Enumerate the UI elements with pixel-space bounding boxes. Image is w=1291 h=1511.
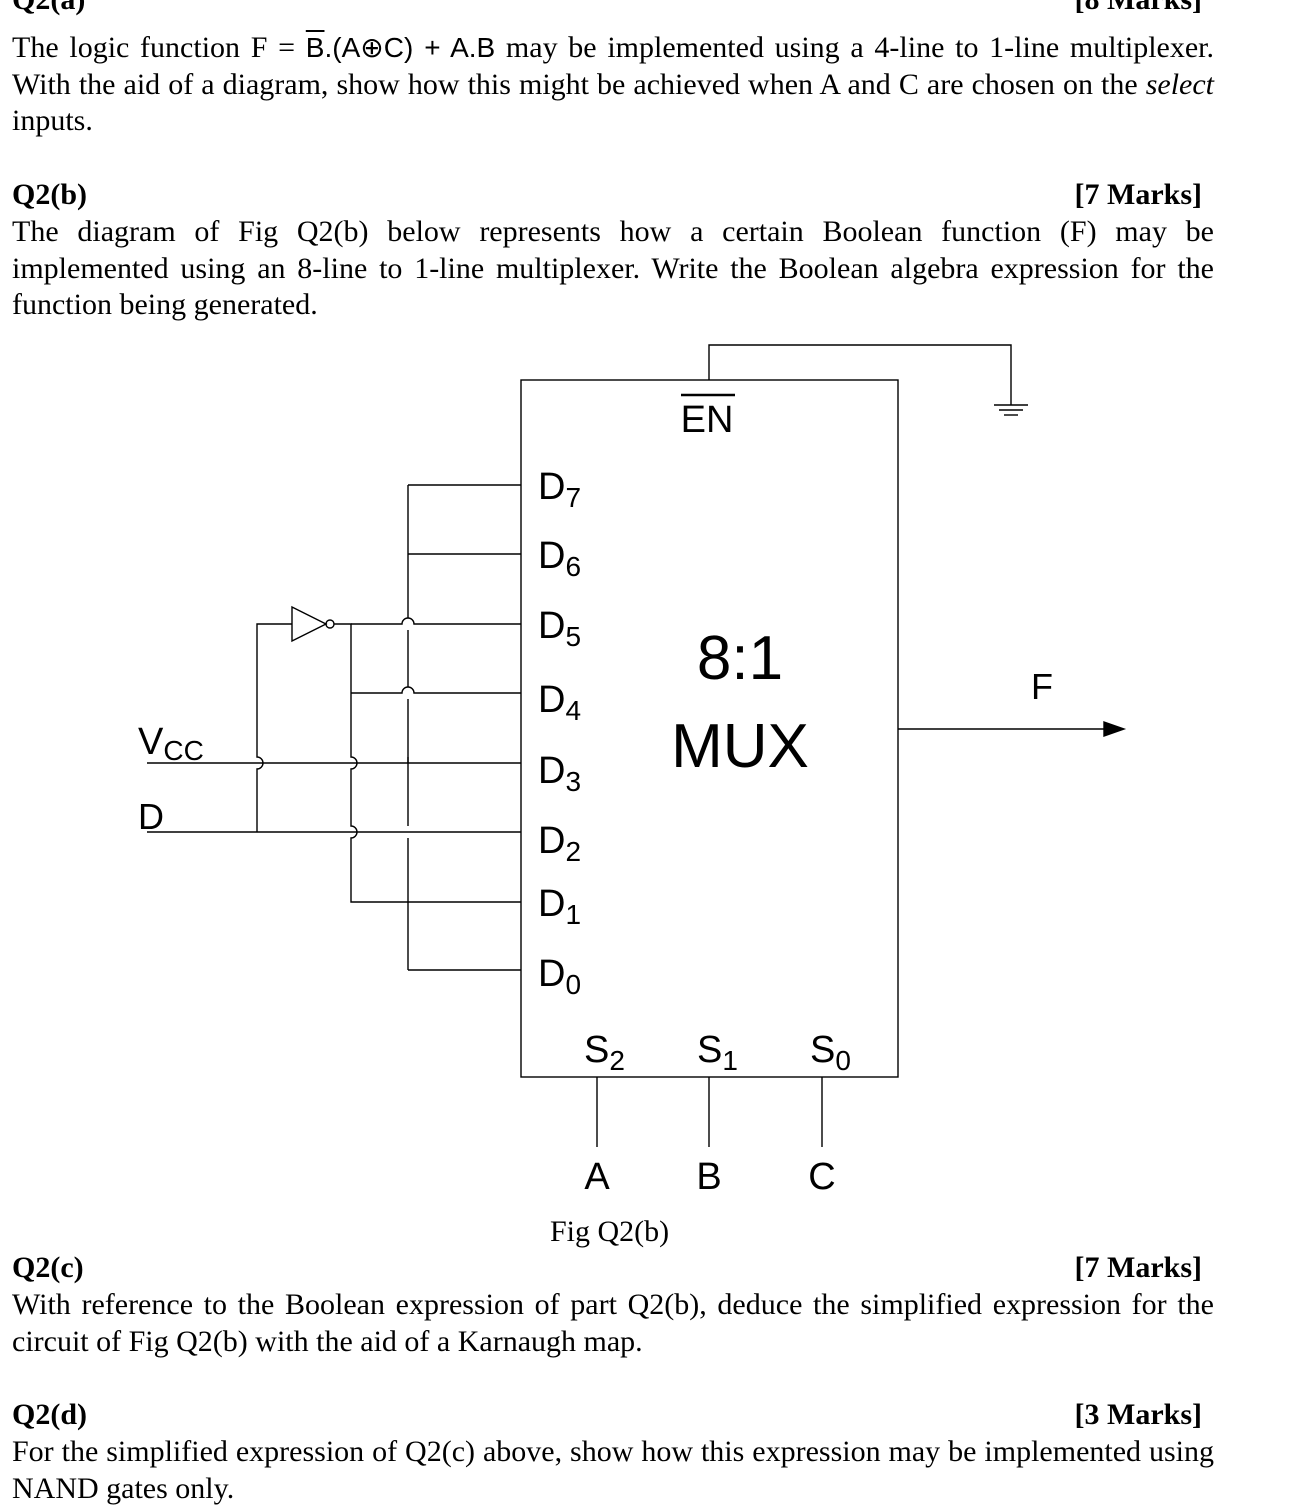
q2a-title: Q2(a) (12, 0, 85, 16)
data-input-d1: D1 (538, 883, 581, 930)
data-input-d7: D7 (538, 466, 581, 513)
data-input-d0: D0 (538, 953, 581, 1000)
q2c-header: Q2(c) [7 Marks] (12, 1250, 1202, 1286)
q2a-text-start: The logic function F = (12, 31, 296, 64)
select-input-s2: S2 (584, 1029, 625, 1076)
output-arrow-icon (1103, 721, 1127, 737)
select-signal-b: B (696, 1156, 721, 1198)
q2d-header: Q2(d) [3 Marks] (12, 1397, 1202, 1433)
q2b-text: The diagram of Fig Q2(b) below represent… (12, 215, 1214, 322)
q2b-title: Q2(b) (12, 178, 87, 211)
dbar-to-d4-wire (351, 686, 521, 694)
mux-title-mux: MUX (671, 712, 809, 781)
mux-title-ratio: 8:1 (697, 624, 783, 693)
q2d-text: For the simplified expression of Q2(c) a… (12, 1435, 1214, 1505)
select-input-s1: S1 (697, 1029, 738, 1076)
q2a-marks: [8 Marks] (1075, 0, 1202, 18)
mux-box (520, 379, 899, 1078)
data-input-d2: D2 (538, 820, 581, 867)
enable-label: EN (681, 399, 734, 441)
q2a-function: B.(A⊕C) + A.B (306, 32, 495, 63)
q2d-marks: [3 Marks] (1074, 1398, 1202, 1431)
ground-icon (994, 404, 1028, 416)
q2c-marks: [7 Marks] (1074, 1251, 1202, 1284)
dbar-to-d5-wire (351, 617, 521, 625)
inverter-bubble-icon (325, 619, 335, 629)
q2c-text: With reference to the Boolean expression… (12, 1288, 1214, 1358)
q2d-title: Q2(d) (12, 1398, 87, 1431)
vcc-label: VCC (138, 721, 204, 766)
select-input-labels: S2 S1 S0 (584, 1029, 851, 1076)
q2a-text-middle: may be implemented using a 4-line to 1-l… (12, 31, 1214, 101)
q2a-emphasis: select (1145, 67, 1215, 101)
data-input-d6: D6 (538, 535, 581, 582)
enable-wire (708, 344, 1012, 405)
data-input-d3: D3 (538, 750, 581, 797)
output-label: F (1031, 666, 1053, 707)
d-input-label: D (138, 796, 164, 837)
q2a-text-end: inputs. (12, 104, 93, 138)
q2b-marks: [7 Marks] (1074, 178, 1202, 211)
select-signal-a: A (584, 1156, 610, 1198)
dbar-bus-wire (334, 623, 521, 903)
figure-caption: Fig Q2(b) (550, 1215, 670, 1248)
data-input-d4: D4 (538, 679, 581, 726)
d-to-inverter-wire (256, 623, 292, 832)
q2a-text: The logic function F = B.(A⊕C) + A.B may… (12, 30, 1214, 140)
q2c-title: Q2(c) (12, 1251, 84, 1284)
q2a-function-rest: .(A⊕C) + A.B (324, 32, 496, 63)
q2a-function-b-bar: B (305, 32, 325, 63)
inverter-gate-icon (291, 605, 328, 643)
data-input-d5: D5 (538, 605, 581, 652)
data-input-labels: D7 D6 D5 D4 D3 D2 D1 D0 (538, 466, 581, 1000)
q2a-header: Q2(a) [8 Marks] (12, 0, 1202, 18)
select-input-s0: S0 (810, 1029, 851, 1076)
select-signal-c: C (808, 1156, 835, 1198)
q2b-header: Q2(b) [7 Marks] (12, 177, 1202, 213)
